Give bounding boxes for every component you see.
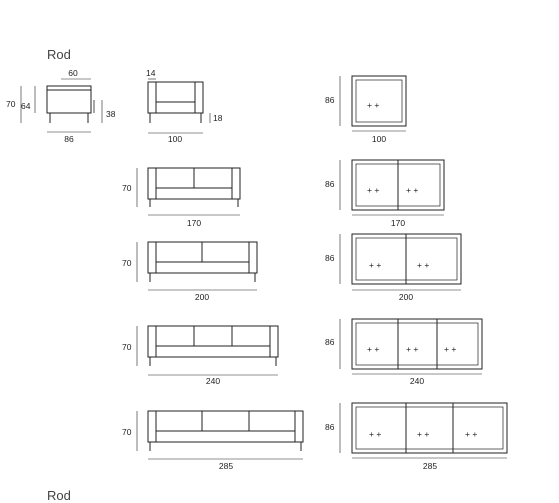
top-200-cushion-marks-1: + + — [369, 260, 381, 270]
top-240-width-label: 240 — [410, 376, 424, 386]
side-height-label: 70 — [6, 99, 16, 109]
top-240-cushion-marks-1: + + — [367, 344, 379, 354]
top-170-width-label: 170 — [391, 218, 405, 228]
sofa-front-240 — [136, 325, 279, 376]
product-title: Rod — [47, 47, 71, 62]
top-100-width-label: 100 — [372, 134, 386, 144]
next-product-title: Rod — [47, 488, 71, 503]
top-view-285 — [339, 402, 508, 459]
top-240-cushion-marks-2: + + — [406, 344, 418, 354]
sofa-front-170 — [136, 167, 241, 216]
side-view — [20, 78, 103, 133]
sofa-front-285 — [136, 410, 304, 460]
front-240-width-label: 240 — [206, 376, 220, 386]
top-170-depth-label: 86 — [325, 179, 335, 189]
front-200-width-label: 200 — [195, 292, 209, 302]
front-170-width-label: 170 — [187, 218, 201, 228]
top-240-depth-label: 86 — [325, 337, 335, 347]
top-170-cushion-marks-1: + + — [367, 185, 379, 195]
top-285-width-label: 285 — [423, 461, 437, 471]
top-285-cushion-marks-1: + + — [369, 429, 381, 439]
top-285-depth-label: 86 — [325, 422, 335, 432]
armchair-width-label: 100 — [168, 134, 182, 144]
top-view-100 — [339, 75, 407, 132]
side-width-label: 86 — [64, 134, 74, 144]
top-view-170 — [339, 159, 445, 216]
side-arm-height-label: 38 — [106, 109, 116, 119]
side-back-height-label: 64 — [21, 101, 31, 111]
front-285-width-label: 285 — [219, 461, 233, 471]
armchair-front-view — [147, 78, 211, 134]
top-100-cushion-marks: + + — [367, 100, 379, 110]
front-285-height-label: 70 — [122, 427, 132, 437]
top-view-240 — [339, 318, 483, 375]
front-240-height-label: 70 — [122, 342, 132, 352]
top-100-depth-label: 86 — [325, 95, 335, 105]
front-170-height-label: 70 — [122, 183, 132, 193]
side-seat-depth-label: 60 — [68, 68, 78, 78]
sofa-front-200 — [136, 241, 258, 291]
armchair-seat-height-label: 18 — [213, 113, 223, 123]
top-240-cushion-marks-3: + + — [444, 344, 456, 354]
armchair-arm-width-label: 14 — [146, 68, 156, 78]
top-200-depth-label: 86 — [325, 253, 335, 263]
top-view-200 — [339, 233, 462, 291]
top-200-width-label: 200 — [399, 292, 413, 302]
top-170-cushion-marks-2: + + — [406, 185, 418, 195]
top-285-cushion-marks-2: + + — [417, 429, 429, 439]
top-200-cushion-marks-2: + + — [417, 260, 429, 270]
front-200-height-label: 70 — [122, 258, 132, 268]
top-285-cushion-marks-3: + + — [465, 429, 477, 439]
